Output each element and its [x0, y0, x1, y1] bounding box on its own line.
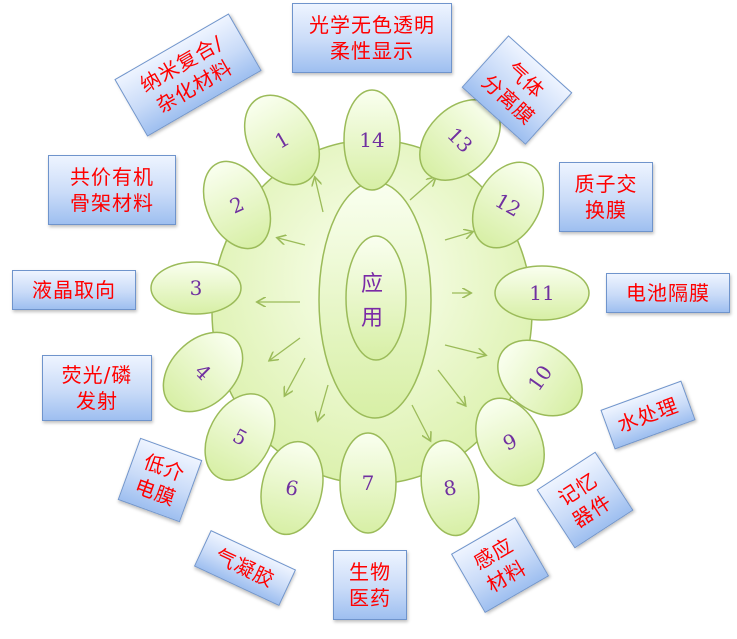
petal-8: 8	[420, 439, 480, 537]
label-line: 共价有机	[70, 165, 154, 189]
petal-shape	[475, 397, 545, 487]
petal-number: 7	[362, 471, 375, 495]
label-box-flexible-display: 光学无色透明柔性显示	[292, 3, 452, 73]
petal-number: 3	[190, 276, 203, 300]
arrow	[444, 344, 485, 355]
label-line: 发射	[76, 389, 118, 413]
label-box-biomedicine: 生物医药	[333, 550, 407, 620]
label-box-cof-material: 共价有机骨架材料	[48, 155, 176, 225]
label-box-battery-separator: 电池隔膜	[606, 273, 730, 313]
petal-shape	[243, 94, 321, 186]
petal-2: 2	[202, 160, 272, 250]
petal-1: 1	[243, 94, 321, 186]
arrow	[444, 232, 472, 241]
arrow	[285, 357, 306, 395]
petal-13: 13	[419, 99, 501, 181]
petal-shape	[260, 440, 324, 536]
petal-number: 11	[529, 281, 554, 305]
arrow	[315, 178, 324, 213]
arrow	[270, 337, 301, 360]
arrow	[278, 238, 306, 246]
petal-shape	[339, 432, 397, 534]
center-label-line: 用	[360, 306, 383, 331]
petal-shape	[497, 339, 583, 417]
petal-7: 7	[339, 432, 397, 534]
label-line: 柔性显示	[330, 39, 414, 63]
label-line: 电池隔膜	[626, 281, 710, 305]
petal-shape	[162, 331, 244, 413]
petal-4: 4	[162, 331, 244, 413]
petal-shape	[471, 161, 545, 249]
petal-9: 9	[475, 397, 545, 487]
petal-shape	[204, 393, 276, 481]
core-ellipse	[345, 235, 407, 361]
label-line: 骨架材料	[70, 191, 154, 215]
petal-5: 5	[204, 393, 276, 481]
label-line: 生物	[349, 560, 391, 584]
label-line: 荧光/磷	[61, 363, 133, 387]
petal-number: 6	[283, 475, 300, 501]
petal-shape	[420, 439, 480, 537]
petal-number: 14	[359, 128, 384, 152]
petal-shape	[150, 261, 242, 315]
label-line: 液晶取向	[32, 278, 116, 302]
petal-3: 3	[150, 261, 242, 315]
label-box-liquid-crystal-alignment: 液晶取向	[12, 270, 136, 310]
petal-12: 12	[471, 161, 545, 249]
petal-shape	[343, 89, 401, 191]
petal-11: 11	[494, 265, 590, 321]
label-line: 换膜	[585, 198, 627, 222]
petal-number: 8	[442, 475, 459, 501]
petal-shape	[494, 265, 590, 321]
label-box-fluorescence-emission: 荧光/磷发射	[42, 355, 152, 421]
center-label-line: 应	[360, 272, 383, 297]
label-line: 医药	[349, 586, 391, 610]
label-box-proton-exchange: 质子交换膜	[559, 162, 653, 232]
arrow	[318, 384, 329, 420]
petal-14: 14	[343, 89, 401, 191]
arrow	[409, 178, 435, 201]
petal-6: 6	[260, 440, 324, 536]
petal-shape	[202, 160, 272, 250]
arrow	[411, 404, 430, 440]
arrow	[437, 369, 465, 405]
label-line: 质子交	[574, 172, 638, 196]
petal-10: 10	[497, 339, 583, 417]
label-line: 光学无色透明	[309, 13, 435, 37]
center-label-application: 应 用	[352, 268, 392, 336]
